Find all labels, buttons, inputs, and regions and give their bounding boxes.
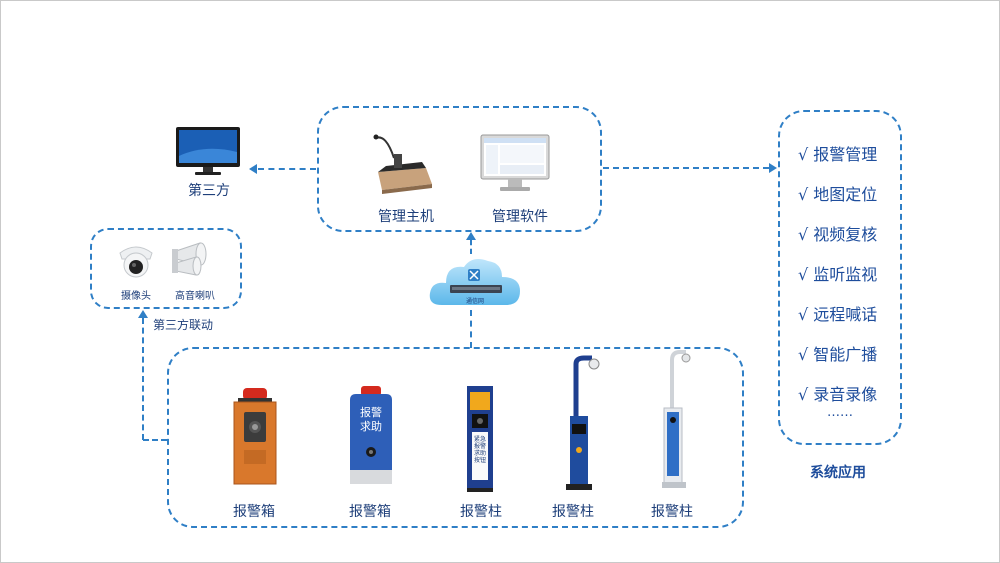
- device-plate-text-3: 紧急报警求助按钮: [474, 436, 487, 464]
- feature-recording: √ 录音录像: [798, 385, 878, 404]
- alarm-column-icon: [467, 386, 493, 492]
- linkage-group: [90, 228, 242, 309]
- management-group: [317, 106, 602, 232]
- alarm-pole-silver-icon: [662, 350, 691, 488]
- connector-cloud-to-management: [470, 240, 472, 254]
- feature-broadcast: √ 智能广播: [798, 345, 878, 364]
- camera-icon: [119, 246, 153, 278]
- arrow-right-icon: [769, 163, 777, 173]
- management-host-label: 管理主机: [378, 209, 434, 225]
- software-monitor-icon: [480, 134, 550, 191]
- speaker-label: 高音喇叭: [175, 291, 215, 302]
- cloud-network-icon: [429, 259, 520, 305]
- connector-linkage-vertical: [142, 318, 144, 440]
- monitor-icon: [176, 127, 240, 175]
- connector-to-third-party: [258, 168, 316, 170]
- device-plate-text-2: 报警 求助: [360, 406, 382, 433]
- connector-linkage-horizontal: [143, 439, 167, 441]
- alarm-box-blue-icon: [350, 386, 392, 484]
- connector-devices-to-cloud: [470, 310, 472, 348]
- feature-monitor: √ 监听监视: [798, 265, 878, 284]
- camera-label: 摄像头: [121, 291, 151, 302]
- device-label-2: 报警箱: [349, 504, 391, 520]
- feature-remote-talk: √ 远程喊话: [798, 305, 878, 324]
- feature-map-location: √ 地图定位: [798, 185, 878, 204]
- arrow-up-icon: [466, 232, 476, 240]
- alarm-box-orange-icon: [233, 388, 277, 485]
- features-group: [778, 110, 902, 445]
- device-label-1: 报警箱: [233, 504, 275, 520]
- feature-video-review: √ 视频复核: [798, 225, 878, 244]
- speaker-horn-icon: [172, 242, 207, 276]
- device-label-4: 报警柱: [552, 504, 594, 520]
- device-label-3: 报警柱: [460, 504, 502, 520]
- feature-alarm-management: √ 报警管理: [798, 145, 878, 164]
- cloud-label: 通信网: [466, 298, 485, 305]
- feature-more: ……: [827, 405, 853, 420]
- alarm-pole-blue-icon: [566, 355, 600, 490]
- device-label-5: 报警柱: [651, 504, 693, 520]
- arrow-up-icon: [138, 310, 148, 318]
- console-host-icon: [373, 134, 432, 194]
- connector-to-features: [603, 167, 769, 169]
- devices-group: [167, 347, 744, 528]
- management-software-label: 管理软件: [492, 209, 548, 225]
- features-caption: 系统应用: [810, 465, 866, 481]
- linkage-title: 第三方联动: [153, 318, 214, 332]
- third-party-label: 第三方: [188, 183, 230, 199]
- arrow-left-icon: [249, 164, 257, 174]
